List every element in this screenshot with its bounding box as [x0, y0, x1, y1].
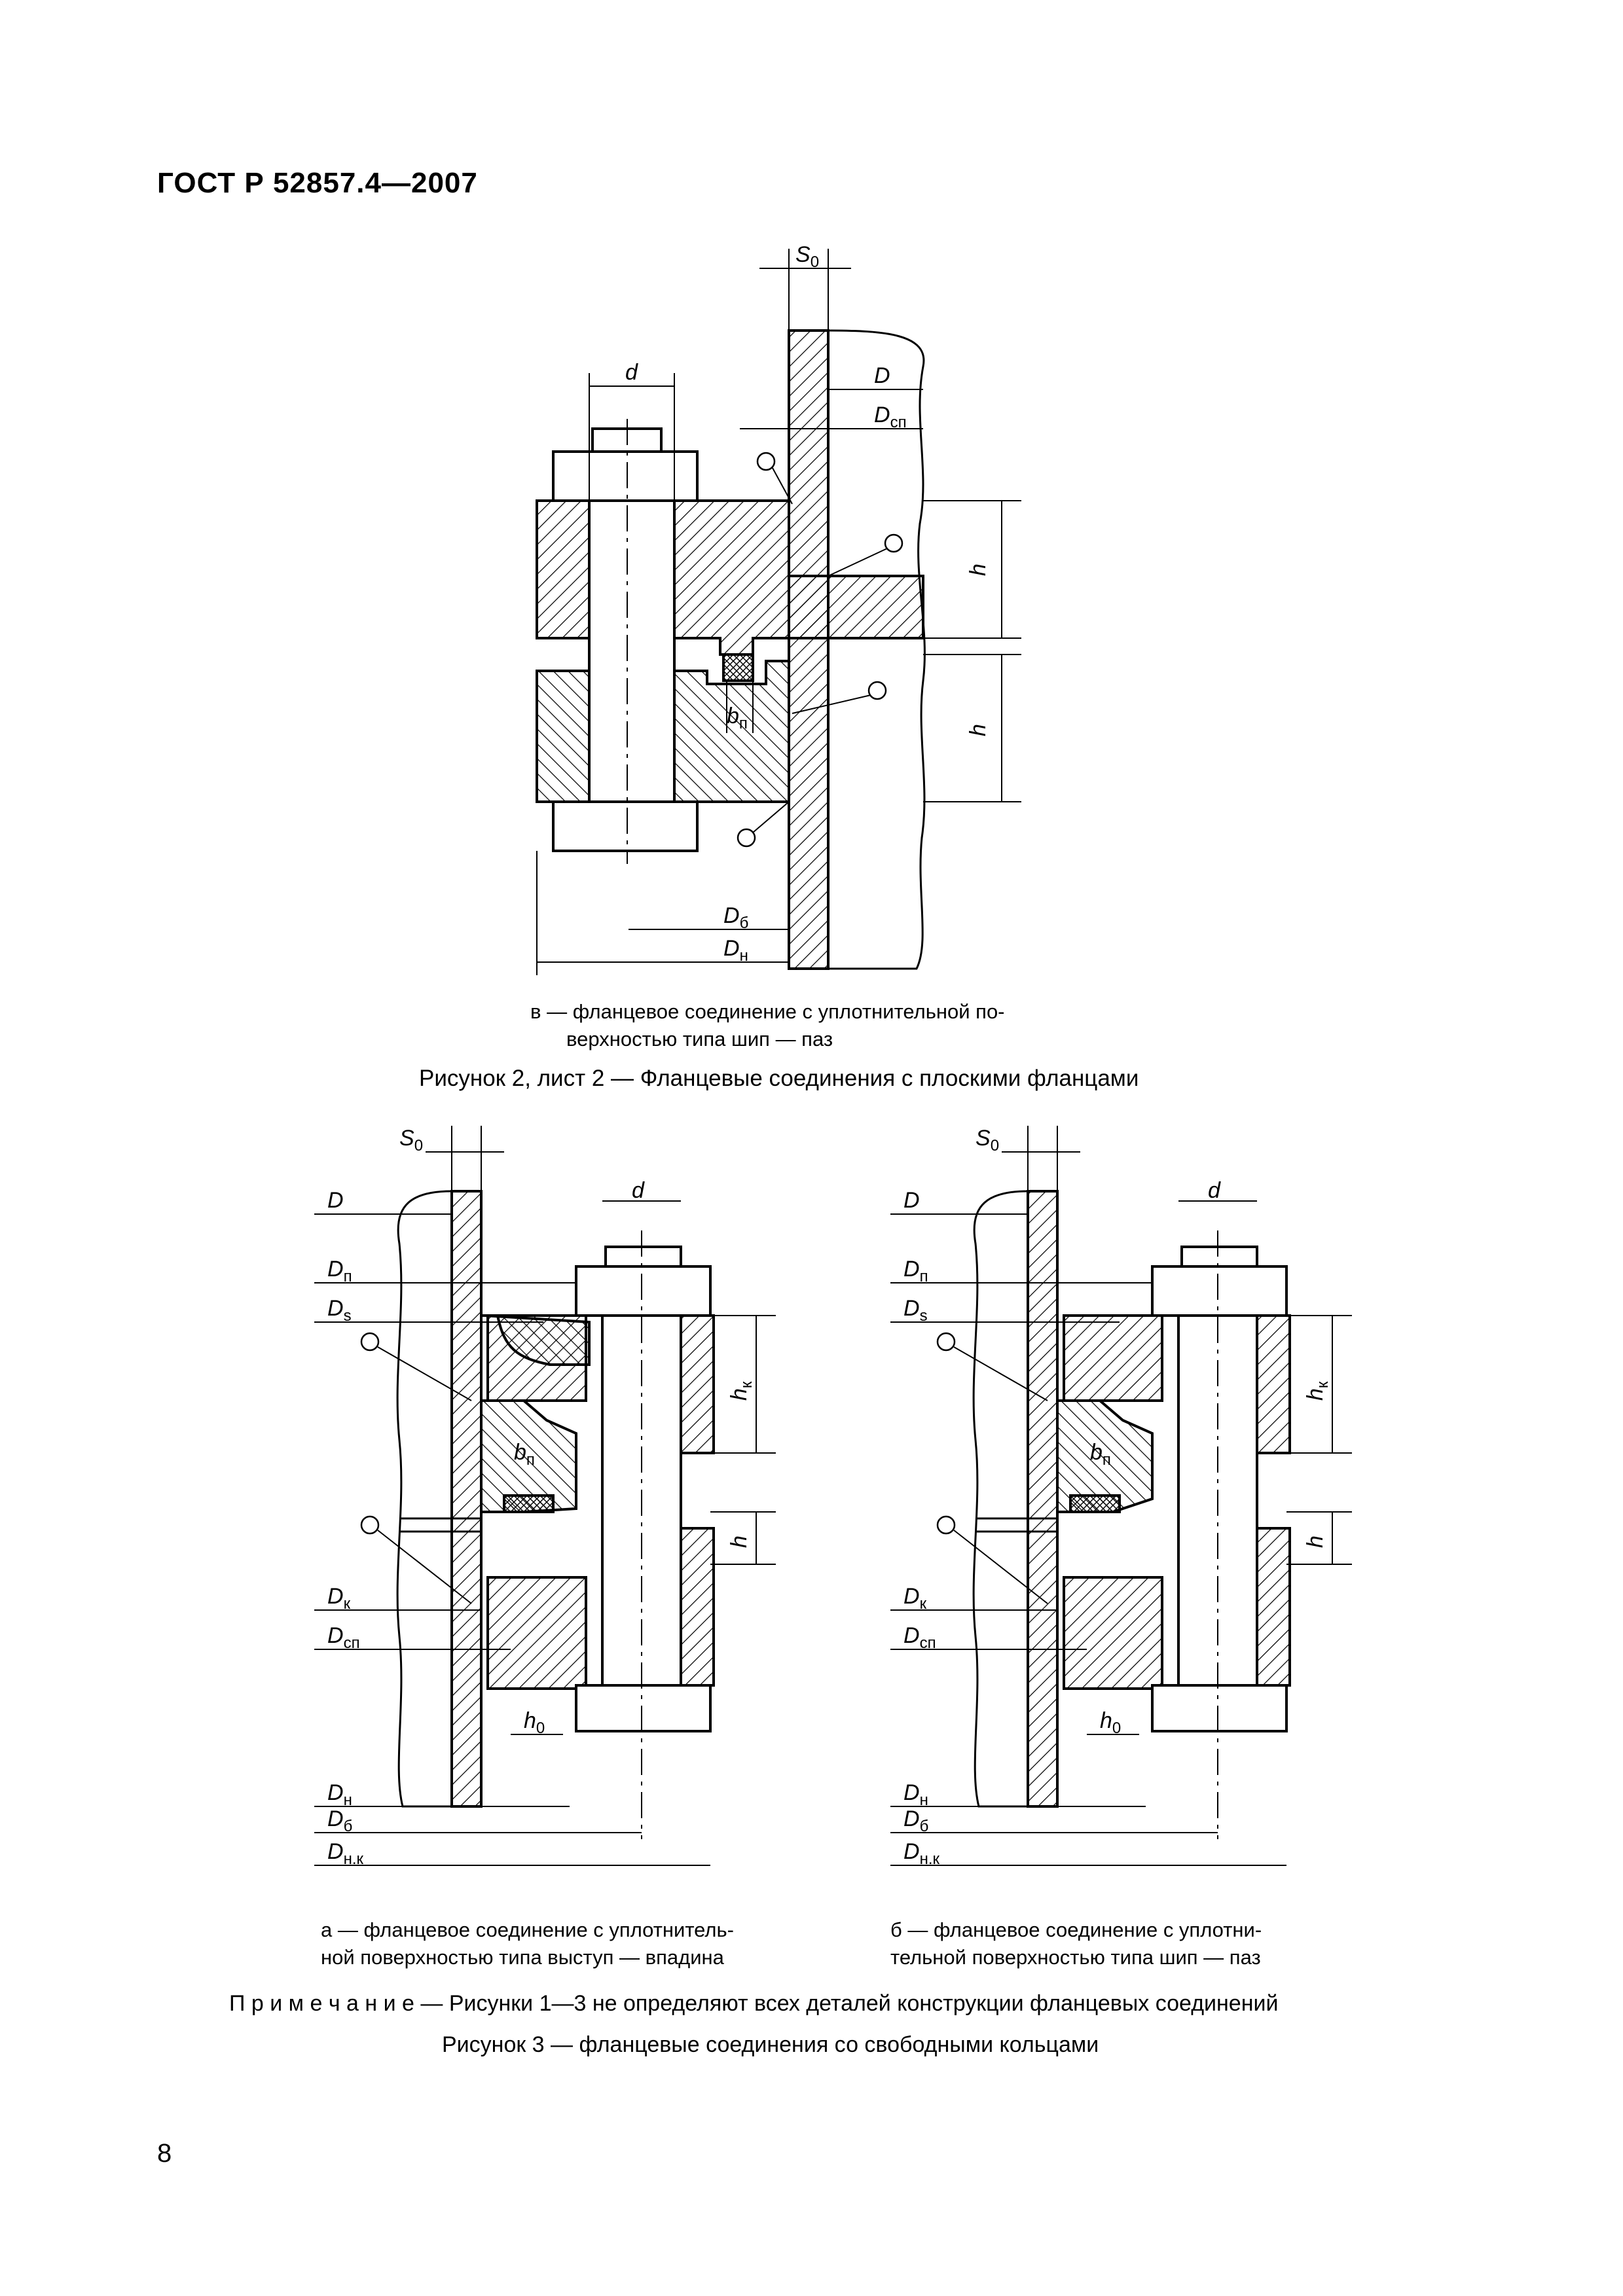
label-Dn: Dн — [723, 936, 748, 965]
figure-2-subcaption-line-1: в — фланцевое соединение с уплотнительно… — [530, 1000, 1005, 1023]
svg-text:Ds: Ds — [327, 1296, 352, 1325]
svg-text:Dн.к: Dн.к — [903, 1839, 939, 1868]
lower-flange-left — [536, 670, 591, 803]
label-Dsp: Dсп — [874, 403, 907, 431]
label-d: d — [625, 360, 638, 385]
page-number: 8 — [157, 2139, 172, 2168]
svg-text:S0: S0 — [976, 1126, 999, 1155]
bolt-head-top — [552, 450, 699, 502]
svg-text:Dн: Dн — [903, 1780, 928, 1809]
document-id: ГОСТ Р 52857.4—2007 — [157, 167, 478, 199]
shell-wall — [788, 329, 830, 970]
figure-3a-labels: S0 d D Dп Ds hк h bп Dк Dсп h0 Dн Dб Dн.… — [327, 1126, 756, 1868]
svg-text:S0: S0 — [399, 1126, 423, 1155]
figure-3-note: П р и м е ч а н и е — Рисунки 1—3 не опр… — [229, 1991, 1279, 2016]
figure-3b-caption-line-1: б — фланцевое соединение с уплотни- — [890, 1918, 1262, 1941]
upper-flange-right — [673, 499, 924, 656]
svg-text:Dк: Dк — [903, 1584, 927, 1613]
nut-bottom — [552, 800, 699, 852]
svg-text:h0: h0 — [524, 1708, 545, 1737]
svg-text:h: h — [727, 1535, 752, 1548]
svg-text:Dб: Dб — [903, 1806, 928, 1835]
svg-text:Ds: Ds — [903, 1296, 928, 1325]
label-Db: Dб — [723, 903, 748, 932]
figure-2-subcaption: в — фланцевое соединение с уплотнительно… — [530, 998, 1067, 1053]
upper-flange-left — [536, 499, 591, 639]
label-h-lower: h — [966, 724, 991, 736]
svg-text:hк: hк — [1303, 1381, 1332, 1401]
gasket — [722, 653, 754, 682]
figure-3a-drawing — [314, 1126, 776, 1866]
svg-text:hк: hк — [727, 1381, 756, 1401]
figure-3a-caption: а — фланцевое соединение с уплотнитель- … — [321, 1916, 792, 1971]
svg-text:Dп: Dп — [903, 1257, 928, 1285]
svg-text:Dн: Dн — [327, 1780, 352, 1809]
svg-text:d: d — [632, 1178, 645, 1203]
bolt-shank — [588, 499, 676, 803]
svg-text:h: h — [1303, 1535, 1328, 1548]
figure-2-labels: S0 d D Dсп h h bп Dб Dн — [625, 242, 991, 965]
svg-text:Dп: Dп — [327, 1257, 352, 1285]
figure-3b-labels: S0 d D Dп Ds hк h bп Dк Dсп h0 Dн Dб Dн.… — [903, 1126, 1332, 1868]
svg-text:D: D — [903, 1188, 920, 1213]
svg-text:Dб: Dб — [327, 1806, 352, 1835]
svg-text:h0: h0 — [1100, 1708, 1121, 1737]
figure-3b-caption-line-2: тельной поверхностью типа шип — паз — [890, 1946, 1261, 1969]
svg-text:bп: bп — [1090, 1440, 1111, 1469]
figure-2-title: Рисунок 2, лист 2 — Фланцевые соединения… — [419, 1066, 1139, 1091]
svg-text:bп: bп — [514, 1440, 535, 1469]
svg-text:Dсп: Dсп — [903, 1623, 936, 1652]
svg-text:Dсп: Dсп — [327, 1623, 360, 1652]
figure-3a-caption-line-1: а — фланцевое соединение с уплотнитель- — [321, 1918, 734, 1941]
svg-text:Dн.к: Dн.к — [327, 1839, 363, 1868]
label-bp: bп — [727, 704, 748, 732]
figure-2-subcaption-line-2: верхностью типа шип — паз — [566, 1028, 833, 1050]
svg-text:D: D — [327, 1188, 344, 1213]
figure-3b-caption: б — фланцевое соединение с уплотни- тель… — [890, 1916, 1362, 1971]
label-h-upper: h — [966, 564, 991, 576]
figure-3-title: Рисунок 3 — фланцевые соединения со своб… — [442, 2032, 1099, 2057]
label-S0: S0 — [795, 242, 819, 271]
svg-text:Dк: Dк — [327, 1584, 351, 1613]
figure-3b-drawing — [890, 1126, 1352, 1866]
label-D: D — [874, 363, 890, 388]
svg-text:d: d — [1208, 1178, 1221, 1203]
lower-flange-right — [673, 660, 790, 803]
figure-3a-caption-line-2: ной поверхностью типа выступ — впадина — [321, 1946, 724, 1969]
